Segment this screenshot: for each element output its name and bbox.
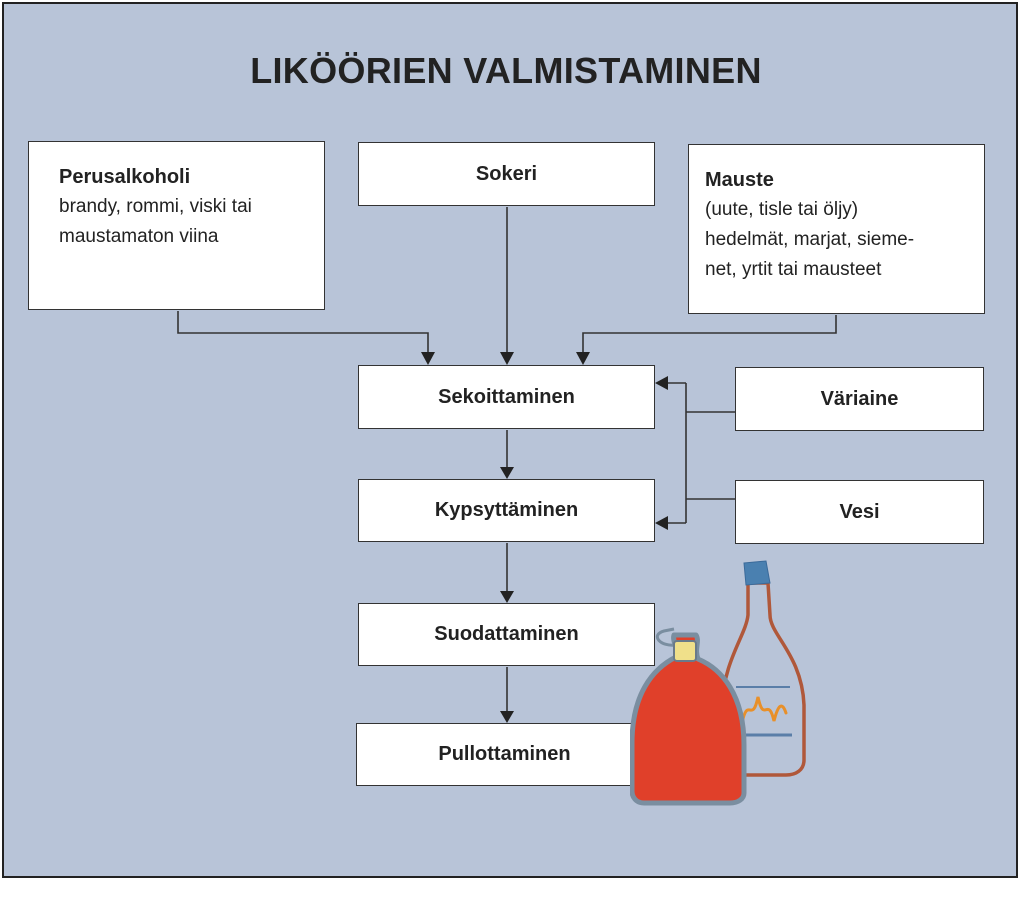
base-alcohol-line: brandy, rommi, viski tai — [59, 196, 252, 217]
step-maturing: Kypsyttäminen — [358, 479, 655, 542]
base-alcohol-box: Perusalkoholi brandy, rommi, viski tai m… — [28, 141, 325, 310]
arrowhead — [500, 467, 514, 479]
sugar-label: Sokeri — [475, 162, 538, 185]
diagram-title: LIKÖÖRIEN VALMISTAMINEN — [250, 50, 762, 91]
arrowhead — [500, 591, 514, 603]
arrowhead — [421, 352, 435, 365]
spice-box: Mauste (uute, tisle tai öljy) hedelmät, … — [688, 144, 985, 314]
bottles-illustration — [630, 560, 806, 806]
step-label: Pullottaminen — [438, 743, 571, 765]
round-red-bottle-icon — [630, 627, 747, 806]
step-label: Suodattaminen — [434, 623, 579, 645]
step-label: Sekoittaminen — [438, 385, 575, 408]
water-label: Vesi — [839, 500, 880, 523]
step-bottling: Pullottaminen — [356, 723, 653, 786]
connector-base-to-mixing — [177, 311, 429, 352]
sugar-box: Sokeri — [358, 142, 655, 206]
step-filtering: Suodattaminen — [358, 603, 655, 666]
arrowhead — [576, 352, 590, 365]
water-box: Vesi — [735, 480, 984, 544]
step-label: Kypsyttäminen — [434, 499, 579, 521]
spice-line: hedelmät, marjat, sieme- — [705, 229, 915, 250]
spice-heading: Mauste — [705, 169, 774, 191]
step-mixing: Sekoittaminen — [358, 365, 655, 429]
arrowhead — [655, 376, 668, 390]
colorant-box: Väriaine — [735, 367, 984, 431]
arrowhead — [500, 352, 514, 365]
connector-spice-to-mixing — [582, 315, 837, 352]
spice-line: (uute, tisle tai öljy) — [705, 199, 859, 220]
base-alcohol-line: maustamaton viina — [59, 226, 219, 247]
base-alcohol-heading: Perusalkoholi — [59, 166, 191, 188]
colorant-label: Väriaine — [820, 387, 899, 410]
arrowhead — [655, 516, 668, 530]
spice-line: net, yrtit tai mausteet — [705, 259, 882, 280]
arrowhead — [500, 711, 514, 723]
